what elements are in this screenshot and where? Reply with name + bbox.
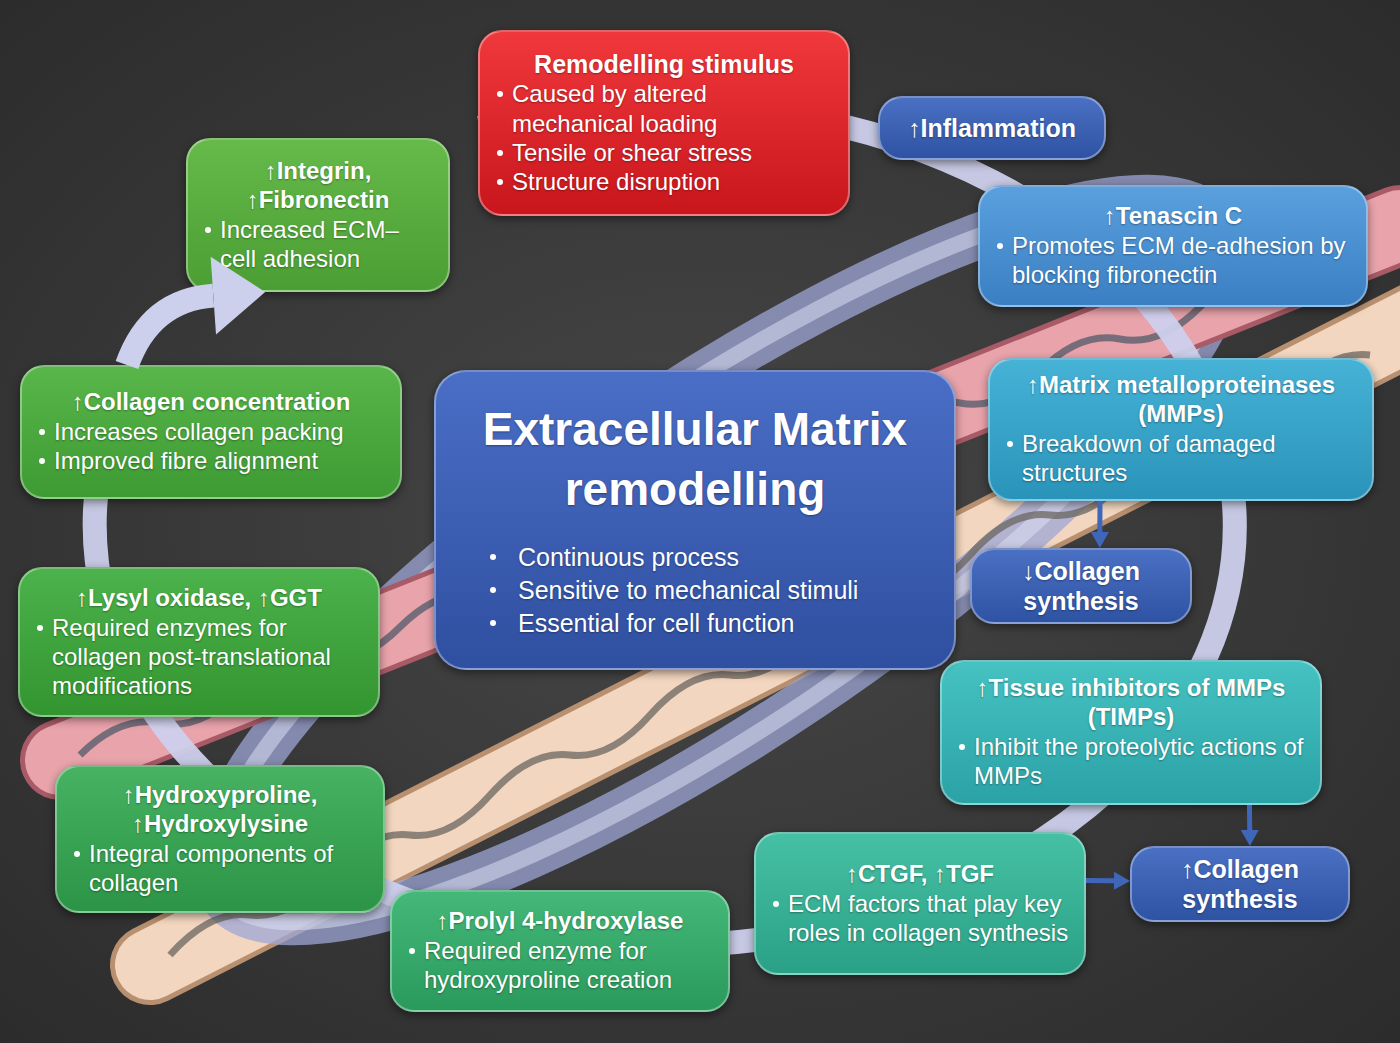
bullet-item: Required enzyme for hydroxyproline creat… <box>406 936 714 995</box>
arrow-head <box>1241 830 1259 846</box>
node-heading: ↑Hydroxyproline, ↑Hydroxylysine <box>71 781 369 839</box>
bullet-item: Required enzymes for collagen post-trans… <box>34 613 364 701</box>
bullet-dot <box>497 179 503 185</box>
bullet-item: Tensile or shear stress <box>494 138 834 167</box>
flow-arrow <box>1091 501 1109 548</box>
process-box: ↑Integrin, ↑FibronectinIncreased ECM–cel… <box>186 138 450 292</box>
bullet-dot <box>74 851 80 857</box>
node-heading: ↑Integrin, ↑Fibronectin <box>202 157 434 215</box>
central-title: Extracellular Matrix remodelling <box>460 400 930 520</box>
arrow-head <box>211 257 266 335</box>
arrow-head <box>1091 532 1109 548</box>
bullet-text: Caused by altered mechanical loading <box>512 80 717 136</box>
bullet-item: Breakdown of damaged structures <box>1004 429 1358 488</box>
process-box: ↑Tissue inhibitors of MMPs (TIMPs)Inhibi… <box>940 660 1322 805</box>
process-box: ↑Hydroxyproline, ↑HydroxylysineIntegral … <box>55 765 385 913</box>
bullet-dot <box>1007 441 1013 447</box>
central-box: Extracellular Matrix remodellingContinuo… <box>434 370 956 670</box>
bullet-text: Essential for cell function <box>518 609 795 637</box>
node-heading: ↑Collagen synthesis <box>1146 854 1334 914</box>
bullet-text: Continuous process <box>518 543 739 571</box>
flow-arrow <box>1241 805 1259 846</box>
bullet-dot <box>39 458 45 464</box>
outcome-box: ↓Collagen synthesis <box>970 548 1192 624</box>
bullet-item: Integral components of collagen <box>71 839 369 898</box>
bullet-dot <box>497 91 503 97</box>
bullet-item: Promotes ECM de-adhesion by blocking fib… <box>994 231 1352 290</box>
process-box: ↑Tenascin CPromotes ECM de-adhesion by b… <box>978 185 1368 307</box>
bullet-text: Promotes ECM de-adhesion by blocking fib… <box>1012 232 1346 288</box>
bullet-dot <box>959 744 965 750</box>
bullet-item: Inhibit the proteolytic actions of MMPs <box>956 732 1306 791</box>
node-heading: ↑Inflammation <box>894 113 1090 143</box>
bullet-item: Essential for cell function <box>460 607 930 640</box>
bullet-text: Integral components of collagen <box>89 840 333 896</box>
stimulus-box: Remodelling stimulusCaused by altered me… <box>478 30 850 216</box>
connector-line <box>1086 878 1114 883</box>
bullet-dot <box>997 243 1003 249</box>
node-heading: ↑Prolyl 4-hydroxylase <box>406 907 714 936</box>
bullet-dot <box>497 150 503 156</box>
bullet-item: Improved fibre alignment <box>36 446 386 475</box>
cycle-arrow <box>127 257 265 365</box>
bullet-dot <box>39 429 45 435</box>
bullet-dot <box>409 948 415 954</box>
bullet-item: Continuous process <box>460 541 930 574</box>
node-heading: ↑Matrix metalloproteinases (MMPs) <box>1004 371 1358 429</box>
bullet-item: Increased ECM–cell adhesion <box>202 215 434 274</box>
bullet-item: ECM factors that play key roles in colla… <box>770 889 1070 948</box>
connector-line <box>127 296 213 365</box>
node-heading: ↑CTGF, ↑TGF <box>770 860 1070 889</box>
process-box: ↑Prolyl 4-hydroxylaseRequired enzyme for… <box>390 890 730 1012</box>
connector-line <box>1247 805 1252 830</box>
connector-line <box>1097 501 1102 532</box>
bullet-text: Inhibit the proteolytic actions of MMPs <box>974 733 1304 789</box>
node-heading: ↑Tenascin C <box>994 202 1352 231</box>
bullet-text: Structure disruption <box>512 168 720 195</box>
bullet-text: Improved fibre alignment <box>54 447 318 474</box>
bullet-dot <box>490 587 496 593</box>
process-box: ↑Matrix metalloproteinases (MMPs)Breakdo… <box>988 358 1374 501</box>
bullet-dot <box>205 227 211 233</box>
process-box: ↑Collagen concentrationIncreases collage… <box>20 365 402 499</box>
node-heading: ↑Lysyl oxidase, ↑GGT <box>34 584 364 613</box>
bullet-dot <box>490 554 496 560</box>
node-heading: ↑Collagen concentration <box>36 388 386 417</box>
outcome-box: ↑Collagen synthesis <box>1130 846 1350 922</box>
bullet-text: Required enzyme for hydroxyproline creat… <box>424 937 672 993</box>
bullet-text: Sensitive to mechanical stimuli <box>518 576 858 604</box>
bullet-text: ECM factors that play key roles in colla… <box>788 890 1068 946</box>
arrow-head <box>1114 872 1130 890</box>
bullet-text: Increased ECM–cell adhesion <box>220 216 399 272</box>
node-heading: ↓Collagen synthesis <box>986 556 1176 616</box>
bullet-item: Increases collagen packing <box>36 417 386 446</box>
bullet-dot <box>37 625 43 631</box>
bullet-text: Required enzymes for collagen post-trans… <box>52 614 331 700</box>
process-box: ↑Inflammation <box>878 96 1106 160</box>
process-box: ↑Lysyl oxidase, ↑GGTRequired enzymes for… <box>18 567 380 717</box>
bullet-item: Sensitive to mechanical stimuli <box>460 574 930 607</box>
bullet-item: Structure disruption <box>494 167 834 196</box>
flow-arrow <box>1086 872 1130 890</box>
process-box: ↑CTGF, ↑TGFECM factors that play key rol… <box>754 832 1086 975</box>
bullet-dot <box>773 901 779 907</box>
node-heading: ↑Tissue inhibitors of MMPs (TIMPs) <box>956 674 1306 732</box>
node-heading: Remodelling stimulus <box>494 49 834 79</box>
bullet-dot <box>490 620 496 626</box>
bullet-text: Tensile or shear stress <box>512 139 752 166</box>
bullet-item: Caused by altered mechanical loading <box>494 79 834 138</box>
bullet-text: Increases collagen packing <box>54 418 344 445</box>
bullet-text: Breakdown of damaged structures <box>1022 430 1276 486</box>
